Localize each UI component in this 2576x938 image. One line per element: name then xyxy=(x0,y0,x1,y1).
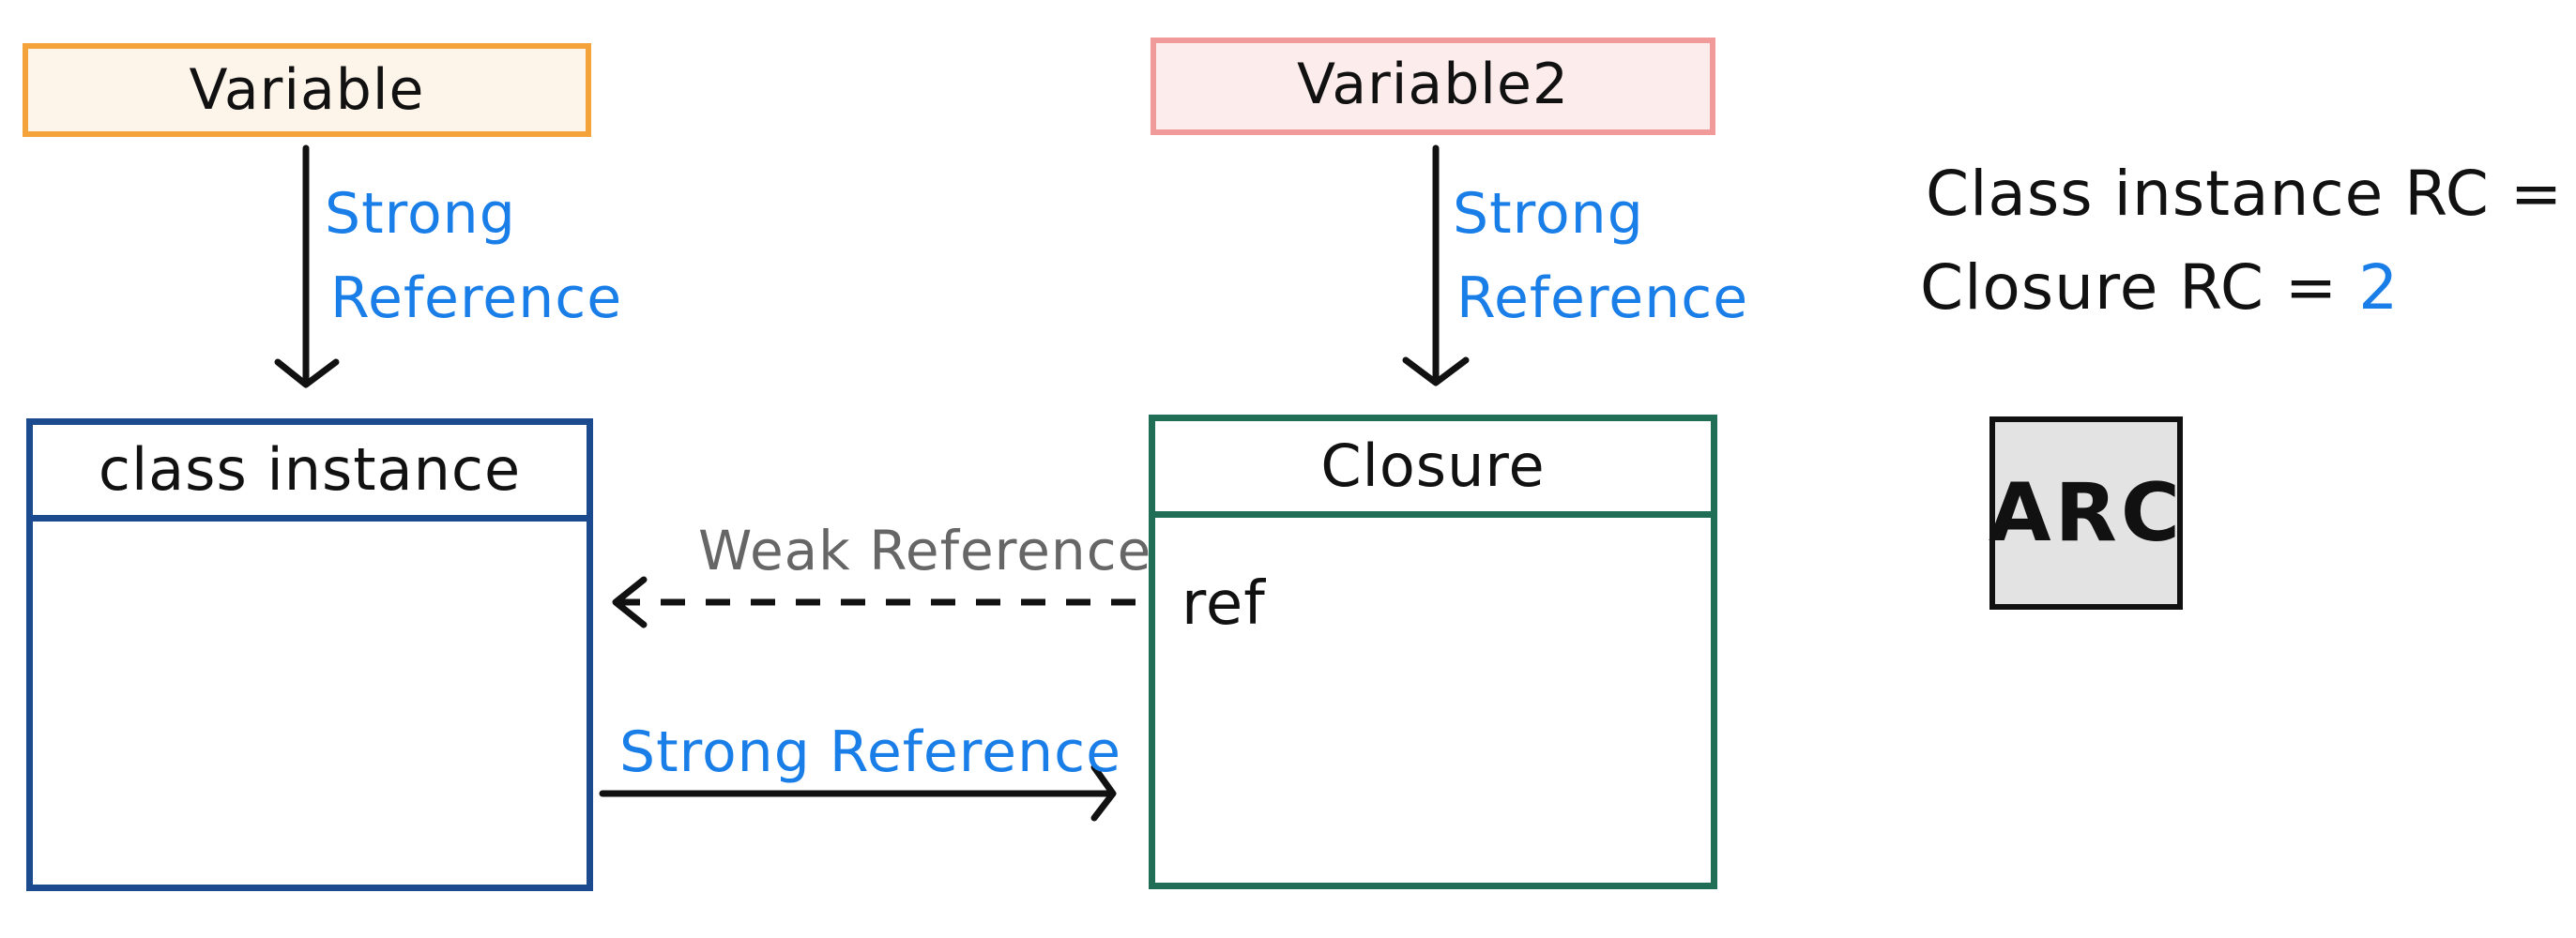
variable-label: Variable xyxy=(189,57,425,123)
arc-label: ARC xyxy=(1989,466,2184,560)
strong-ref-label-3: Strong Reference xyxy=(619,719,1121,785)
closure-rc-value: 2 xyxy=(2358,251,2400,324)
class-instance-box: class instance xyxy=(26,418,593,891)
strong-ref-label-1-line2: Reference xyxy=(330,265,623,331)
variable-box: Variable xyxy=(23,43,591,137)
closure-rc-label: Closure RC = xyxy=(1920,251,2339,324)
strong-ref-label-2-line2: Reference xyxy=(1456,265,1749,331)
closure-ref-property: ref xyxy=(1181,569,1266,639)
closure-rc: Closure RC = 2 xyxy=(1920,251,2399,324)
class-instance-rc-label: Class instance RC = xyxy=(1926,158,2564,230)
arc-box: ARC xyxy=(1989,416,2183,610)
weak-ref-label: Weak Reference xyxy=(698,519,1152,582)
class-instance-header: class instance xyxy=(33,425,587,522)
class-instance-rc: Class instance RC = 1 xyxy=(1926,158,2576,230)
closure-box: Closure ref xyxy=(1149,415,1717,889)
arrow-strong-instance-to-closure xyxy=(599,764,1117,822)
closure-header: Closure xyxy=(1155,421,1711,518)
closure-label: Closure xyxy=(1320,431,1546,500)
strong-ref-label-2-line1: Strong xyxy=(1453,181,1644,247)
arrow-variable2-to-closure xyxy=(1402,144,1470,386)
class-instance-label: class instance xyxy=(98,435,522,504)
variable2-label: Variable2 xyxy=(1296,52,1570,117)
arrow-weak-closure-to-instance xyxy=(612,576,1136,628)
variable2-box: Variable2 xyxy=(1151,38,1715,135)
strong-ref-label-1-line1: Strong xyxy=(325,181,516,247)
arrow-variable-to-instance xyxy=(274,144,340,388)
